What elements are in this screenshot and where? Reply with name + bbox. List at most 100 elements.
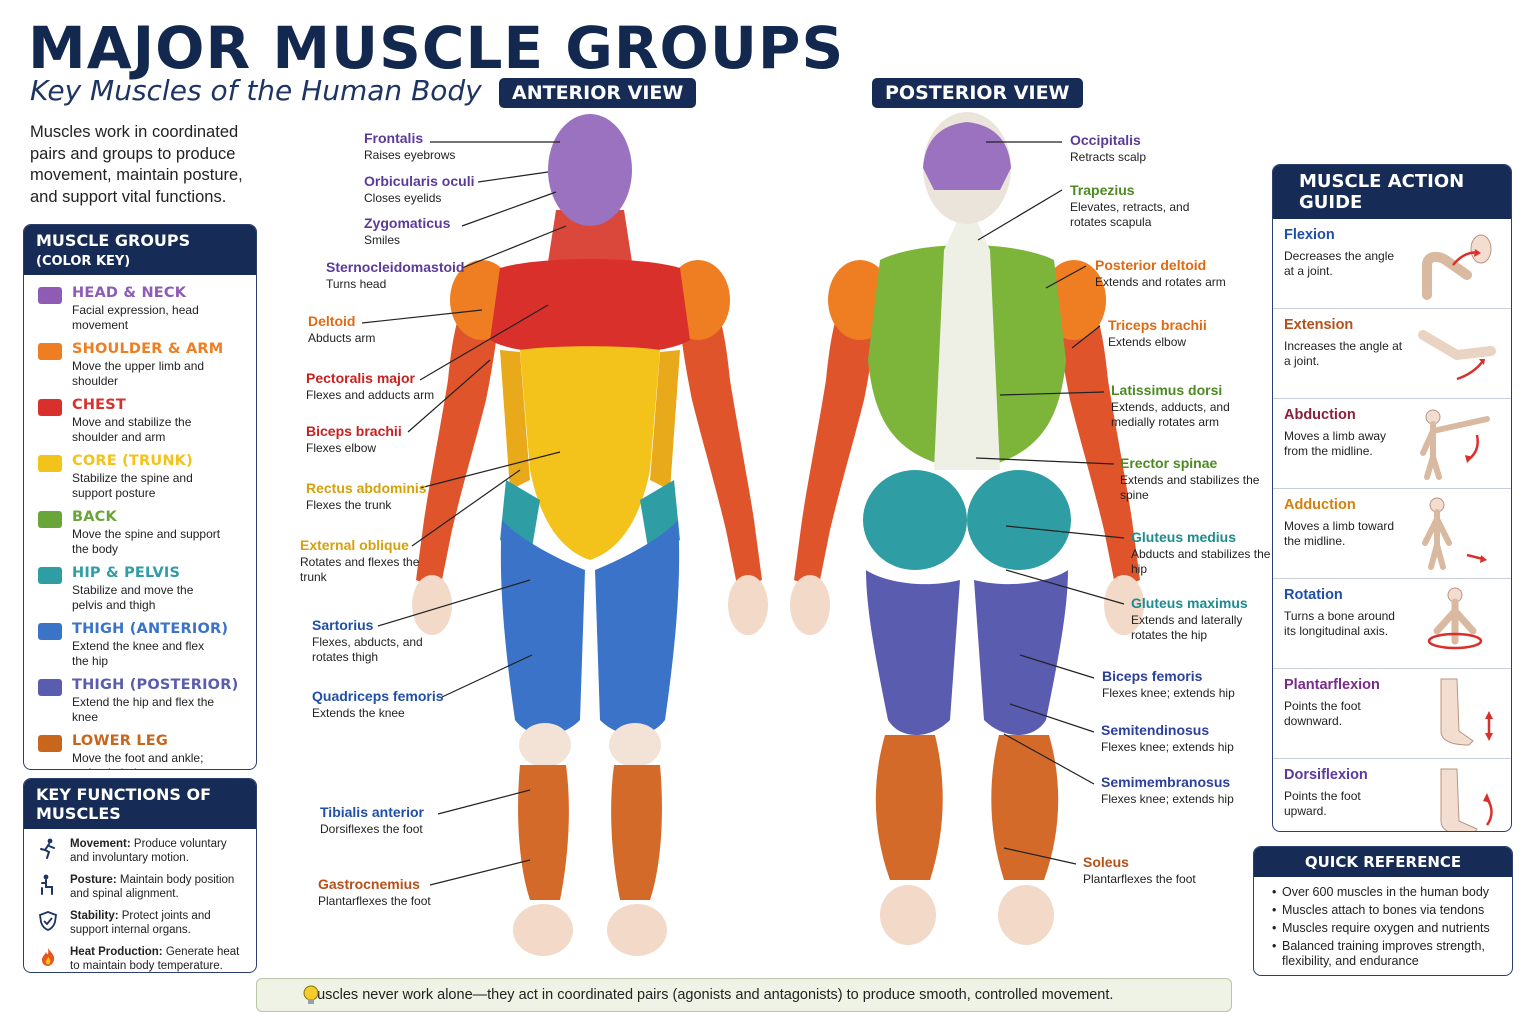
rotation-illustration [1407, 585, 1503, 661]
dorsiflexion-illustration [1407, 765, 1503, 831]
color-key-desc: Move the foot and ankle; maintain balanc… [72, 751, 204, 769]
muscle-action: Extends and stabilizes the spine [1120, 473, 1260, 502]
quick-reference-item: Muscles attach to bones via tendons [1272, 903, 1500, 918]
key-functions-list: Movement: Produce voluntary and involunt… [24, 829, 256, 972]
muscle-action: Extends the knee [312, 706, 405, 720]
action-name: Flexion [1284, 227, 1335, 243]
key-function-text: Stability: Protect joints and support in… [70, 909, 246, 937]
color-key-name: THIGH (ANTERIOR) [72, 621, 229, 637]
muscle-action: Plantarflexes the foot [318, 894, 431, 908]
action-desc: Moves a limb toward the midline. [1284, 519, 1395, 548]
color-key-heading-small: (COLOR KEY) [36, 254, 131, 269]
muscle-name: Orbicularis oculi [364, 173, 475, 189]
color-key-name: THIGH (POSTERIOR) [72, 677, 239, 693]
muscle-action: Flexes knee; extends hip [1101, 792, 1234, 806]
color-key-name: HIP & PELVIS [72, 565, 181, 581]
flame-icon [36, 945, 60, 969]
key-function-title: Posture: [70, 874, 117, 886]
action-desc: Points the foot upward. [1284, 789, 1361, 818]
color-key-name: BACK [72, 509, 117, 525]
color-swatch [38, 343, 62, 360]
posterior-figure [790, 112, 1144, 945]
color-key-text: CORE (TRUNK)Stabilize the spine and supp… [72, 453, 222, 501]
action-guide-heading: MUSCLE ACTION GUIDE [1273, 165, 1511, 219]
lightbulb-icon [303, 985, 319, 1004]
color-key-text: THIGH (POSTERIOR)Extend the hip and flex… [72, 677, 238, 725]
muscle-name: Tibialis anterior [320, 804, 424, 820]
muscle-name: Quadriceps femoris [312, 688, 444, 704]
key-function-desc: Protect joints and support internal orga… [70, 910, 211, 936]
color-key-name: HEAD & NECK [72, 285, 187, 301]
color-key-desc: Move and stabilize the shoulder and arm [72, 415, 192, 444]
color-key-name: SHOULDER & ARM [72, 341, 224, 357]
footer-tip: Muscles never work alone—they act in coo… [256, 978, 1232, 1012]
key-function-text: Heat Production: Generate heat to mainta… [70, 945, 246, 972]
color-swatch [38, 567, 62, 584]
seated-person-icon [36, 873, 60, 897]
leader-lines [361, 141, 1125, 886]
color-key-item: LOWER LEG Move the foot and ankle; mainta… [38, 733, 244, 769]
key-function-text: Movement: Produce voluntary and involunt… [70, 837, 246, 865]
muscle-action: Flexes the trunk [306, 498, 392, 512]
muscle-action: Dorsiflexes the foot [320, 822, 423, 836]
key-function-desc: Produce voluntary and involuntary motion… [70, 838, 227, 864]
anterior-view-badge: ANTERIOR VIEW [499, 78, 697, 108]
muscle-name: Zygomaticus [364, 215, 451, 231]
key-functions-panel: KEY FUNCTIONS OF MUSCLES Movement: Produ… [23, 778, 257, 973]
muscle-name: Pectoralis major [306, 370, 415, 386]
key-function-text: Posture: Maintain body position and spin… [70, 873, 246, 901]
page-subtitle: Key Muscles of the Human Body [30, 74, 482, 107]
action-desc: Turns a bone around its longitudinal axi… [1284, 609, 1395, 638]
extension-illustration [1407, 315, 1503, 391]
muscle-name: Semimembranosus [1101, 774, 1231, 790]
key-function-title: Movement: [70, 838, 131, 850]
key-function-title: Stability: [70, 910, 119, 922]
muscle-action: Rotates and flexes the trunk [300, 555, 420, 584]
muscle-name: Biceps femoris [1102, 668, 1203, 684]
muscle-action: Extends and laterally rotates the hip [1131, 613, 1243, 642]
color-swatch [38, 511, 62, 528]
anterior-figure [412, 114, 768, 956]
muscle-name: Occipitalis [1070, 132, 1141, 148]
color-key-name: CORE (TRUNK) [72, 453, 193, 469]
key-function-item: Movement: Produce voluntary and involunt… [36, 837, 246, 865]
key-function-item: Heat Production: Generate heat to mainta… [36, 945, 246, 972]
shield-icon [36, 909, 60, 933]
muscle-name: Latissimus dorsi [1111, 382, 1223, 398]
muscle-name: Semitendinosus [1101, 722, 1210, 738]
quick-reference-item: Muscles require oxygen and nutrients [1272, 921, 1500, 936]
muscle-action: Elevates, retracts, and rotates scapula [1070, 200, 1190, 229]
adduction-illustration [1407, 495, 1503, 571]
color-key-name: LOWER LEG [72, 733, 169, 749]
muscle-action: Extends and rotates arm [1095, 275, 1226, 289]
muscle-name: Frontalis [364, 130, 424, 146]
page-title: MAJOR MUSCLE GROUPS [28, 14, 845, 82]
color-key-item: THIGH (ANTERIOR)Extend the knee and flex… [38, 621, 244, 669]
color-swatch [38, 455, 62, 472]
color-swatch [38, 623, 62, 640]
